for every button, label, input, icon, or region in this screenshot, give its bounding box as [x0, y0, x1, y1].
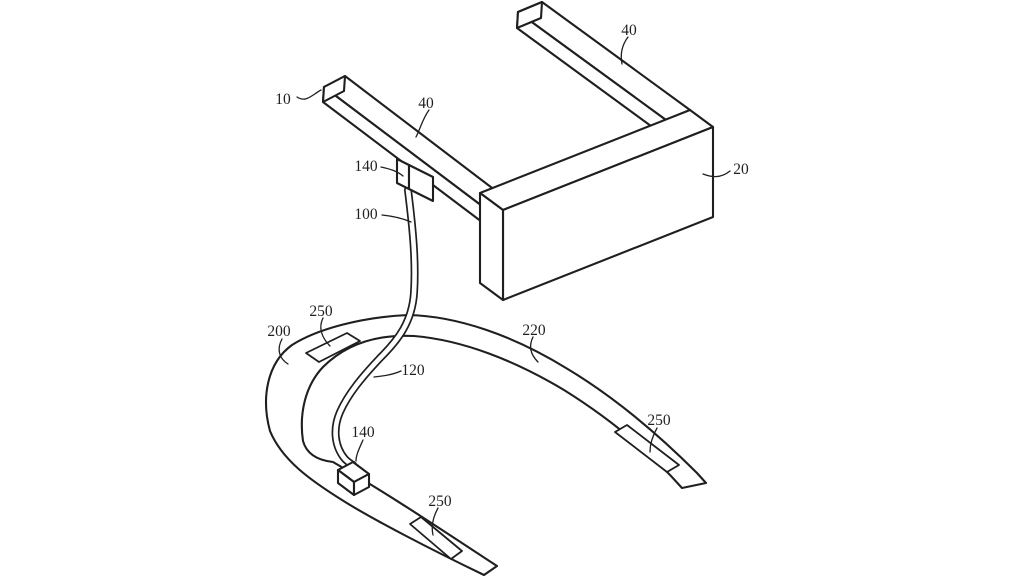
temple-right-side-face: [515, 10, 668, 139]
temple-right-top-face: [516, 0, 692, 122]
ref-label-250-right: 250: [647, 412, 671, 429]
leader-40-left: [415, 109, 430, 138]
leader-40-right: [620, 36, 629, 65]
leader-120: [373, 370, 402, 378]
ref-label-140-top: 140: [354, 158, 378, 175]
leader-200: [278, 338, 289, 365]
leader-140-top: [380, 166, 404, 177]
ref-label-10: 10: [275, 91, 291, 108]
ref-label-200: 200: [267, 323, 291, 340]
ref-label-140-bottom: 140: [351, 424, 375, 441]
connector-top-left-face: [395, 157, 411, 191]
connector-module-top: [395, 157, 435, 203]
ref-label-40-right: 40: [621, 22, 637, 39]
display-unit-left-face: [478, 191, 505, 302]
connector-module-bottom: [336, 460, 371, 497]
ref-label-250-bottom: 250: [428, 493, 452, 510]
leader-10: [296, 89, 322, 100]
temple-right-end-cap: [515, 0, 544, 30]
temple-left-side-face: [321, 85, 484, 224]
ref-label-40-left: 40: [418, 95, 434, 112]
electrode-patch-left: [305, 332, 361, 363]
cable: [331, 186, 419, 469]
ref-label-250-left: 250: [309, 303, 333, 320]
leader-250-bottom: [431, 507, 439, 536]
leader-250-left: [320, 317, 331, 347]
temple-arm-right: [515, 0, 692, 139]
ref-label-120: 120: [401, 362, 425, 379]
ref-label-220: 220: [522, 322, 546, 339]
cable-core: [333, 187, 417, 468]
headband-outline: [265, 313, 708, 576]
leader-220: [529, 336, 539, 363]
leader-20: [702, 170, 731, 178]
leader-250-right: [649, 427, 658, 453]
ref-label-100: 100: [354, 206, 378, 223]
connector-top-front-face: [407, 163, 435, 203]
ref-label-20: 20: [733, 161, 749, 178]
connector-bottom-right-face: [352, 472, 371, 497]
leader-lines: [278, 36, 731, 536]
leader-140-bottom: [355, 439, 364, 462]
leader-100: [381, 214, 412, 223]
temple-arm-left: [321, 74, 502, 224]
temple-left-end-cap: [321, 74, 347, 104]
electrode-patch-bottom: [409, 516, 463, 560]
reference-labels: 10 40 40 20 140 100 200 250 220 120 140 …: [267, 22, 749, 510]
headband: [265, 313, 708, 576]
display-unit: [478, 108, 715, 302]
electrode-patch-right: [614, 424, 680, 473]
